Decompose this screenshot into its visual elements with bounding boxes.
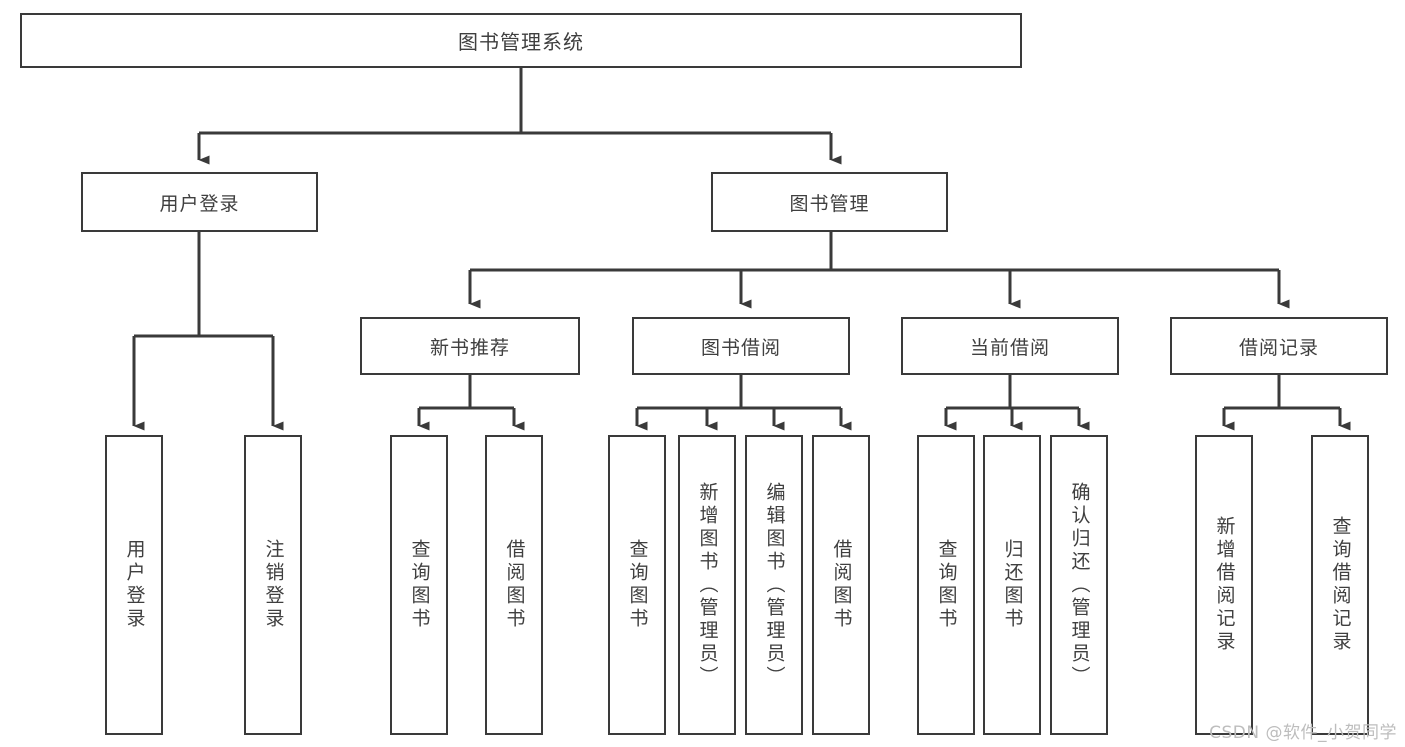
leaf-label: 查询图书 [408, 539, 431, 631]
leaf-label: 新增借阅记录 [1213, 516, 1236, 654]
leaf-label: 借阅图书 [503, 539, 526, 631]
leaf-label: 借阅图书 [830, 539, 853, 631]
node-book-borrow[interactable]: 图书借阅 [632, 317, 850, 375]
leaf-recommend-borrow-book[interactable]: 借阅图书 [485, 435, 543, 735]
leaf-borrow-query-book[interactable]: 查询图书 [608, 435, 666, 735]
csdn-watermark: CSDN @软件_小贺同学 [1209, 723, 1397, 743]
leaf-label: 用户登录 [123, 539, 146, 631]
node-new-book-recommend[interactable]: 新书推荐 [360, 317, 580, 375]
leaf-user-login-login[interactable]: 用户登录 [105, 435, 163, 735]
leaf-borrow-add-book[interactable]: 新增图书（管理员） [678, 435, 736, 735]
leaf-label: 确认归还（管理员） [1068, 481, 1091, 689]
leaf-record-query-record[interactable]: 查询借阅记录 [1311, 435, 1369, 735]
node-book-management[interactable]: 图书管理 [711, 172, 948, 232]
leaf-record-add-record[interactable]: 新增借阅记录 [1195, 435, 1253, 735]
node-user-login[interactable]: 用户登录 [81, 172, 318, 232]
leaf-current-confirm-return[interactable]: 确认归还（管理员） [1050, 435, 1108, 735]
leaf-label: 查询借阅记录 [1329, 516, 1352, 654]
leaf-label: 归还图书 [1001, 539, 1024, 631]
leaf-borrow-edit-book[interactable]: 编辑图书（管理员） [745, 435, 803, 735]
leaf-current-return-book[interactable]: 归还图书 [983, 435, 1041, 735]
leaf-borrow-borrow-book[interactable]: 借阅图书 [812, 435, 870, 735]
node-borrow-record[interactable]: 借阅记录 [1170, 317, 1388, 375]
leaf-current-query-book[interactable]: 查询图书 [917, 435, 975, 735]
leaf-user-login-logout[interactable]: 注销登录 [244, 435, 302, 735]
leaf-recommend-query-book[interactable]: 查询图书 [390, 435, 448, 735]
leaf-label: 查询图书 [626, 539, 649, 631]
leaf-label: 查询图书 [935, 539, 958, 631]
leaf-label: 新增图书（管理员） [696, 481, 719, 689]
leaf-label: 编辑图书（管理员） [763, 481, 786, 689]
leaf-label: 注销登录 [262, 539, 285, 631]
node-current-borrow[interactable]: 当前借阅 [901, 317, 1119, 375]
node-root-system[interactable]: 图书管理系统 [20, 13, 1022, 68]
